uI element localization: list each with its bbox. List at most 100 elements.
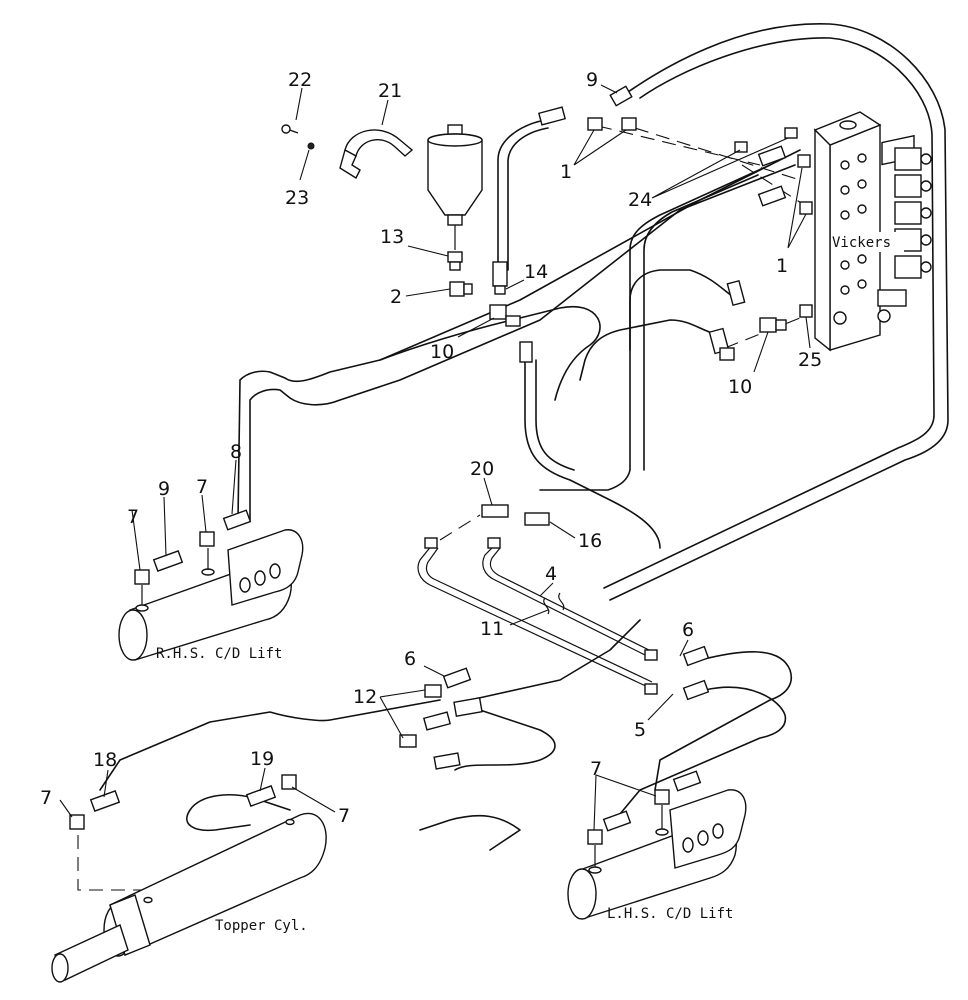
dash-20 — [439, 514, 481, 541]
hose-lhs-b — [614, 686, 787, 821]
fitting-10-right[interactable] — [759, 317, 787, 333]
callout-6-upper: 6 — [682, 619, 694, 641]
callout-10-right: 10 — [728, 376, 752, 398]
accumulator-top — [427, 133, 483, 147]
rhs-clevis — [227, 529, 304, 606]
rhs-cylinder-end — [118, 609, 148, 661]
callout-1-top: 1 — [560, 161, 572, 183]
callout-7-topper-a: 7 — [40, 787, 52, 809]
fitting-18[interactable] — [89, 790, 121, 812]
accumulator-neck — [447, 214, 463, 226]
callout-7-rhs-a: 7 — [127, 506, 139, 528]
fitting-10-left[interactable] — [489, 304, 521, 327]
valve-ports — [833, 153, 867, 325]
fitting-24-a[interactable] — [734, 141, 748, 153]
fitting-1-b[interactable] — [621, 117, 637, 131]
fitting-9-top[interactable] — [609, 85, 633, 107]
hose-center-down — [524, 359, 661, 549]
hose-14-up — [497, 119, 546, 271]
callout-25: 25 — [798, 349, 822, 371]
fitting-25[interactable] — [799, 304, 813, 318]
fitting-12-a[interactable] — [424, 684, 442, 698]
clamp-strap — [344, 129, 414, 158]
callout-13: 13 — [380, 226, 404, 248]
dash-1-24 — [597, 125, 761, 166]
fitting-valve-hose-a[interactable] — [757, 145, 787, 167]
callout-5: 5 — [634, 719, 646, 741]
callout-16: 16 — [578, 530, 602, 552]
fitting-5[interactable] — [682, 679, 710, 701]
topper-cylinder[interactable]: Topper Cyl. — [51, 812, 327, 983]
callout-9-top: 9 — [586, 69, 598, 91]
bolt-22[interactable] — [281, 124, 299, 134]
valve-label: Vickers — [832, 235, 891, 251]
tube-break — [543, 592, 565, 615]
tube-4 — [482, 544, 656, 661]
clamp-lower — [339, 148, 361, 180]
callout-1-valve: 1 — [776, 255, 788, 277]
callout-21: 21 — [378, 80, 402, 102]
fittings — [69, 85, 813, 845]
hose-rhs-b — [249, 164, 796, 521]
fitting-7-topper-b[interactable] — [281, 774, 297, 790]
rhs-lift-cylinder[interactable]: R.H.S. C/D Lift — [118, 529, 304, 662]
lhs-cylinder-end — [567, 868, 597, 920]
callout-7-lhs: 7 — [590, 758, 602, 780]
hose-outer-loop — [609, 23, 949, 601]
fitting-20[interactable] — [481, 504, 509, 518]
callout-10-left: 10 — [430, 341, 454, 363]
callout-8: 8 — [230, 441, 242, 463]
fitting-12-b[interactable] — [399, 734, 417, 748]
fitting-6-lower[interactable] — [442, 667, 472, 689]
fitting-7-rhs-b[interactable] — [199, 531, 215, 547]
part-callouts: 22 23 21 13 2 14 10 9 1 24 1 10 25 8 9 7… — [40, 69, 822, 831]
callout-19: 19 — [250, 748, 274, 770]
fitting-valve-hose-b[interactable] — [757, 185, 787, 207]
fitting-19[interactable] — [245, 785, 277, 807]
callout-14: 14 — [524, 261, 548, 283]
hose-center-down-2 — [535, 359, 575, 471]
accumulator[interactable] — [427, 124, 483, 250]
alignment-lines — [77, 125, 821, 891]
hose-valve-loop-2 — [579, 319, 719, 381]
hose-routes — [99, 23, 949, 851]
fitting-7-topper-a[interactable] — [69, 814, 85, 830]
tube-4-b — [489, 547, 658, 655]
fitting-6-upper[interactable] — [682, 645, 710, 667]
lhs-lift-cylinder[interactable]: L.H.S. C/D Lift — [567, 789, 747, 922]
dash-topper — [77, 835, 145, 891]
fitting-2[interactable] — [449, 281, 473, 297]
dash-25 — [724, 317, 801, 349]
callout-20: 20 — [470, 458, 494, 480]
fitting-9-rhs[interactable] — [152, 550, 184, 572]
tube-11 — [417, 544, 651, 689]
callout-7-rhs-b: 7 — [196, 476, 208, 498]
clamp-21[interactable] — [339, 129, 414, 180]
fitting-7-rhs-a[interactable] — [134, 569, 150, 585]
hose-outer-loop-inner — [603, 37, 935, 589]
hose-14-up-b — [507, 127, 549, 271]
fitting-7-lhs-a[interactable] — [654, 789, 670, 805]
fitting-top-left[interactable] — [537, 106, 567, 126]
callout-6-lower: 6 — [404, 648, 416, 670]
callout-24: 24 — [628, 189, 652, 211]
fitting-24-b[interactable] — [784, 127, 798, 139]
fitting-16[interactable] — [524, 512, 550, 526]
fitting-7-lhs-b[interactable] — [587, 829, 603, 845]
fitting-8[interactable] — [222, 509, 252, 531]
valve-top-port — [839, 120, 857, 130]
vickers-valve-block[interactable]: Vickers — [813, 111, 932, 352]
hose-topper-a — [454, 709, 556, 771]
topper-label: Topper Cyl. — [215, 918, 308, 934]
valve-solenoids — [877, 134, 932, 323]
hose-main-1 — [539, 164, 771, 491]
washer-23[interactable] — [307, 142, 315, 150]
fitting-14[interactable] — [492, 261, 508, 295]
hose-topper-d — [469, 619, 641, 701]
callout-4: 4 — [545, 563, 557, 585]
fitting-1-a[interactable] — [587, 117, 603, 131]
dash-1-24-b — [634, 127, 801, 181]
fitting-13[interactable] — [447, 251, 463, 271]
callout-23: 23 — [285, 187, 309, 209]
